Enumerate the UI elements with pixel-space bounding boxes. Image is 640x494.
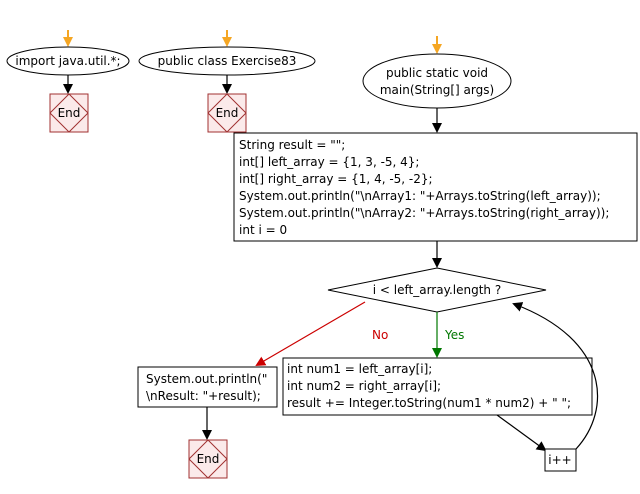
main-node bbox=[362, 53, 512, 109]
end-label: End bbox=[58, 106, 81, 120]
class-text: public class Exercise83 bbox=[158, 54, 297, 68]
increment-box bbox=[544, 448, 577, 472]
print-line: System.out.println(" bbox=[146, 372, 267, 386]
print-result-box bbox=[137, 366, 278, 408]
init-line: int[] right_array = {1, 4, -5, -2}; bbox=[239, 172, 433, 186]
yes-label: Yes bbox=[444, 328, 464, 342]
init-line: String result = ""; bbox=[239, 138, 345, 152]
loop-back-arrow bbox=[512, 302, 599, 450]
main-text-line1: public static void bbox=[386, 66, 488, 80]
body-line: int num1 = left_array[i]; bbox=[287, 362, 432, 376]
loop-body-box bbox=[282, 357, 593, 416]
main-text-line2: main(String[] args) bbox=[380, 83, 494, 97]
condition-text: i < left_array.length ? bbox=[373, 283, 501, 297]
no-label: No bbox=[372, 328, 388, 342]
no-branch-arrow bbox=[255, 301, 366, 367]
init-line: int i = 0 bbox=[239, 223, 287, 237]
end-node: End bbox=[207, 93, 247, 133]
end-node: End bbox=[188, 439, 228, 479]
end-label: End bbox=[197, 452, 220, 466]
body-line: int num2 = right_array[i]; bbox=[287, 379, 441, 393]
init-line: System.out.println("\nArray2: "+Arrays.t… bbox=[239, 206, 609, 220]
print-line: \nResult: "+result); bbox=[146, 389, 261, 403]
end-node: End bbox=[49, 93, 89, 133]
increment-text: i++ bbox=[548, 453, 571, 467]
end-label: End bbox=[216, 106, 239, 120]
init-line: int[] left_array = {1, 3, -5, 4}; bbox=[239, 155, 419, 169]
init-process-box bbox=[233, 132, 638, 242]
body-line: result += Integer.toString(num1 * num2) … bbox=[287, 396, 571, 410]
flow-arrow bbox=[496, 414, 547, 452]
init-line: System.out.println("\nArray1: "+Arrays.t… bbox=[239, 189, 601, 203]
import-text: import java.util.*; bbox=[15, 54, 120, 68]
